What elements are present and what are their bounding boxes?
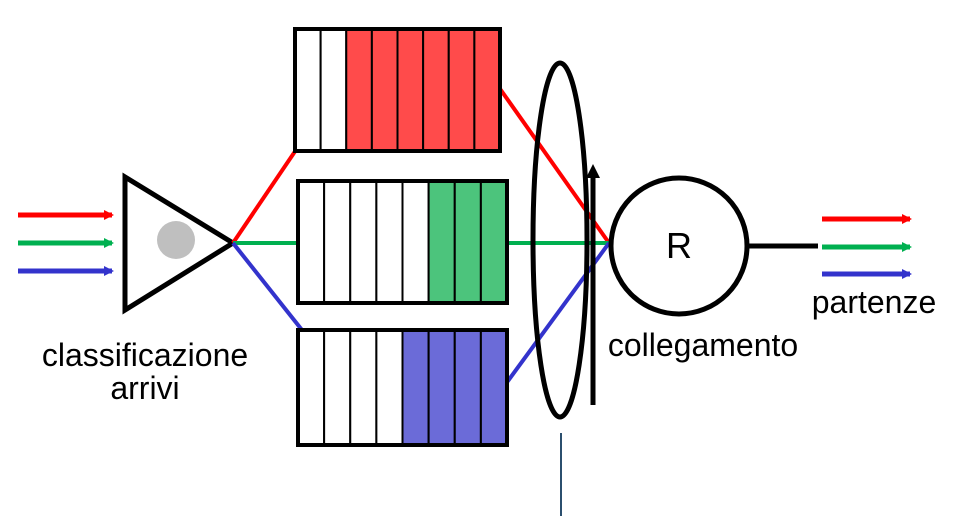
green-queue-packet [479,180,508,304]
server-circle-icon: R [608,175,750,317]
scheduler-loop [530,60,590,420]
blue-queue-packet [427,329,456,446]
triangle-classifier-icon [122,172,238,315]
green-queue [296,179,509,305]
red-queue-empty-slot [294,28,322,152]
server-label: R [666,225,692,266]
departures-arrows [822,214,912,279]
red-queue-empty-slot [319,28,348,152]
round-robin-scheduler-icon [530,60,600,420]
classifier-dot [157,221,195,259]
blue-queue-border [296,328,509,447]
green-queue-empty-slot [323,180,352,304]
green-queue-border [296,179,509,305]
green-queue-empty-slot [401,180,430,304]
departures-label: partenze [812,284,937,320]
red-queue-packet [345,28,373,152]
green-queue-packet [453,180,482,304]
blue-queue-empty-slot [349,329,378,446]
blue-queue-packet [479,329,508,446]
red-queue-packet [473,28,501,152]
red-queue-border [293,27,502,153]
blue-queue-packet [401,329,430,446]
red-queue-packet [447,28,476,152]
link-label: collegamento [608,327,798,363]
red-queue-packet [396,28,425,152]
green-queue-empty-slot [349,180,378,304]
red-queue-packet [422,28,450,152]
red-queue [293,27,502,153]
classifier-label-line2: arrivi [110,370,179,406]
green-queue-packet [427,180,456,304]
classifier-label-line1: classificazione [42,337,248,373]
green-queue-empty-slot [297,180,326,304]
red-queue-packet [370,28,399,152]
arrivals-arrows [18,210,114,276]
blue-queue-empty-slot [297,329,326,446]
blue-queue-empty-slot [375,329,404,446]
blue-queue [296,328,509,447]
blue-queue-empty-slot [323,329,352,446]
green-queue-empty-slot [375,180,404,304]
blue-queue-packet [453,329,482,446]
